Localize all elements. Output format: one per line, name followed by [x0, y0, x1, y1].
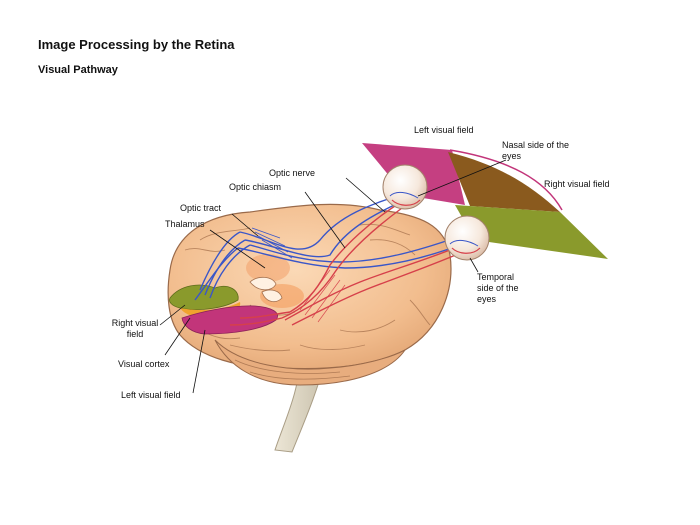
label-visual-cortex: Visual cortex [118, 359, 170, 369]
red-fan [299, 269, 346, 323]
label-thalamus: Thalamus [165, 219, 205, 229]
label-optic-chiasm: Optic chiasm [229, 182, 282, 192]
label-left-visual-field-cortex: Left visual field [121, 390, 181, 400]
right-visual-field-cone [455, 205, 608, 259]
blue-thalamus-fan [251, 227, 293, 259]
midbrain-structures [249, 276, 283, 303]
label-left-visual-field-top: Left visual field [414, 125, 474, 135]
upper-eye [382, 164, 428, 210]
label-right-visual-field-side: Right visual field [544, 179, 610, 189]
cortex-right-visual-field [169, 284, 239, 310]
label-right-visual-field-cortex: Right visual field [111, 318, 159, 339]
thalamus-region [246, 254, 290, 282]
label-nasal-side: Nasal side of the eyes [502, 140, 570, 161]
label-optic-nerve: Optic nerve [269, 168, 316, 178]
lower-eye [444, 215, 490, 261]
page-subtitle: Visual Pathway [38, 64, 118, 76]
label-temporal-side: Temporal side of the eyes [477, 272, 519, 304]
cerebellum [214, 339, 406, 386]
leader-lines [159, 159, 507, 394]
cerebellum-folds [234, 359, 351, 380]
visual-field-overlap [448, 152, 560, 212]
page-title: Image Processing by the Retina [38, 37, 235, 52]
label-optic-tract: Optic tract [180, 203, 222, 213]
